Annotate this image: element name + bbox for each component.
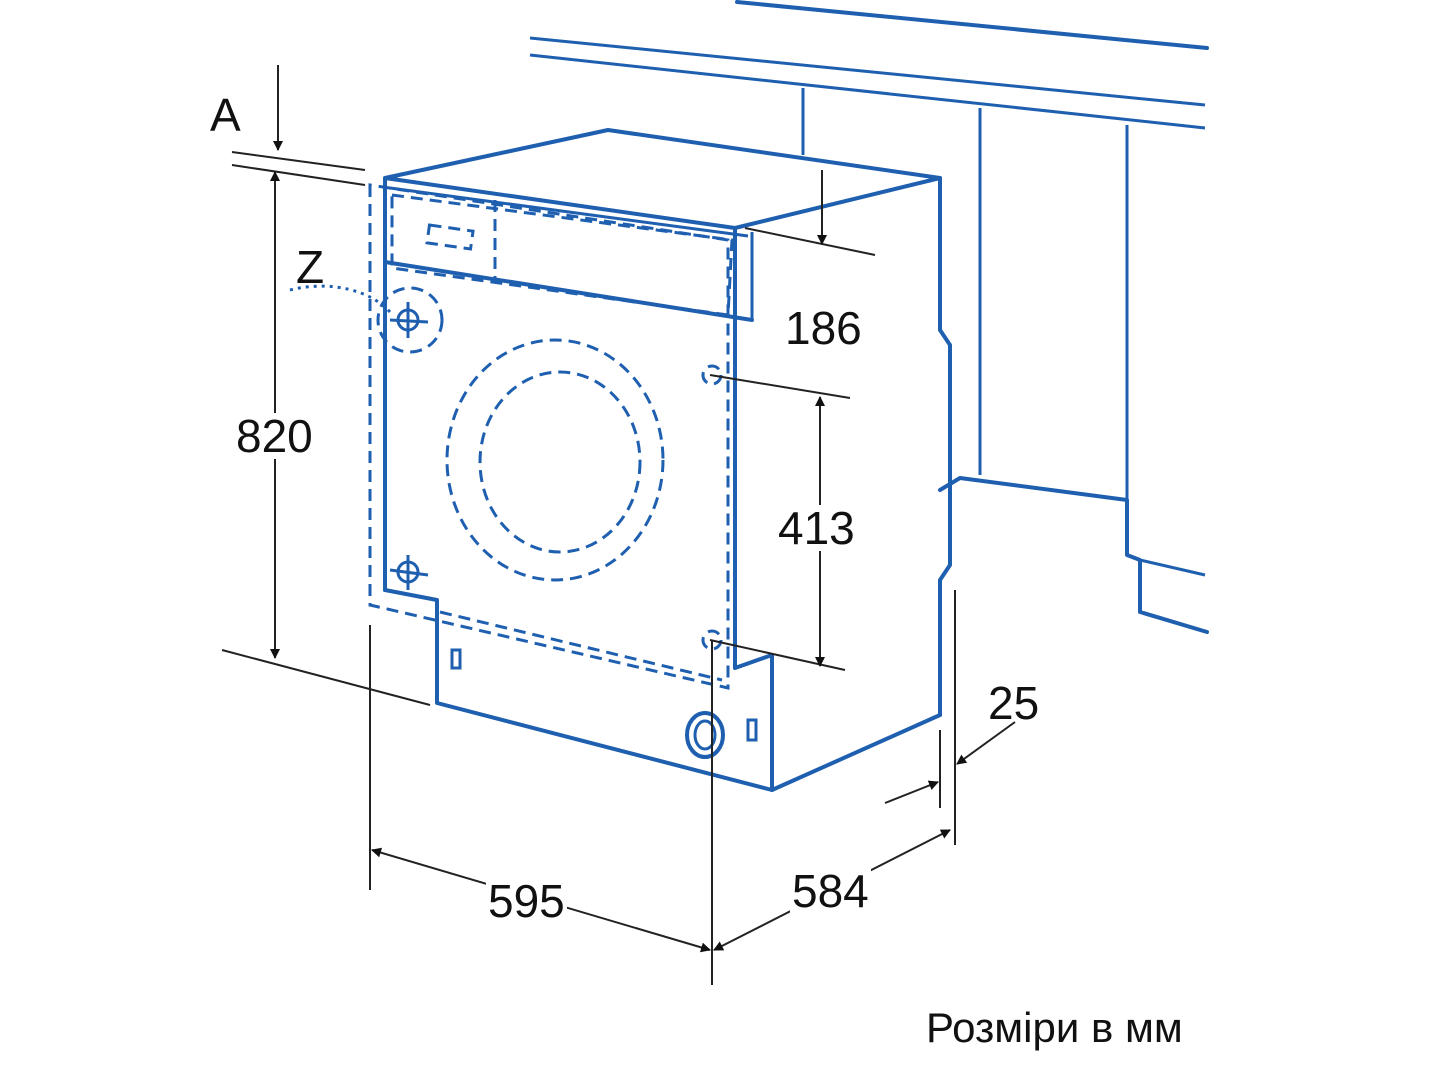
depth-dimension: 584 [790, 865, 871, 917]
drain-pump-icon [685, 711, 725, 759]
washing-machine [368, 128, 952, 792]
control-panel-height-dimension: 186 [783, 302, 864, 354]
width-dimension: 595 [486, 875, 567, 927]
kitchen-cabinet [529, 0, 1209, 634]
units-caption: Розміри в мм [926, 1004, 1183, 1051]
door-height-dimension: 413 [776, 502, 857, 554]
dimension-z-label: Z [296, 241, 325, 293]
height-dimension: 820 [234, 410, 315, 462]
dimension-a-label: A [210, 89, 241, 141]
offset-dimension: 25 [988, 677, 1040, 729]
dimension-lines [221, 65, 1016, 985]
fixing-point-icons [289, 284, 723, 651]
